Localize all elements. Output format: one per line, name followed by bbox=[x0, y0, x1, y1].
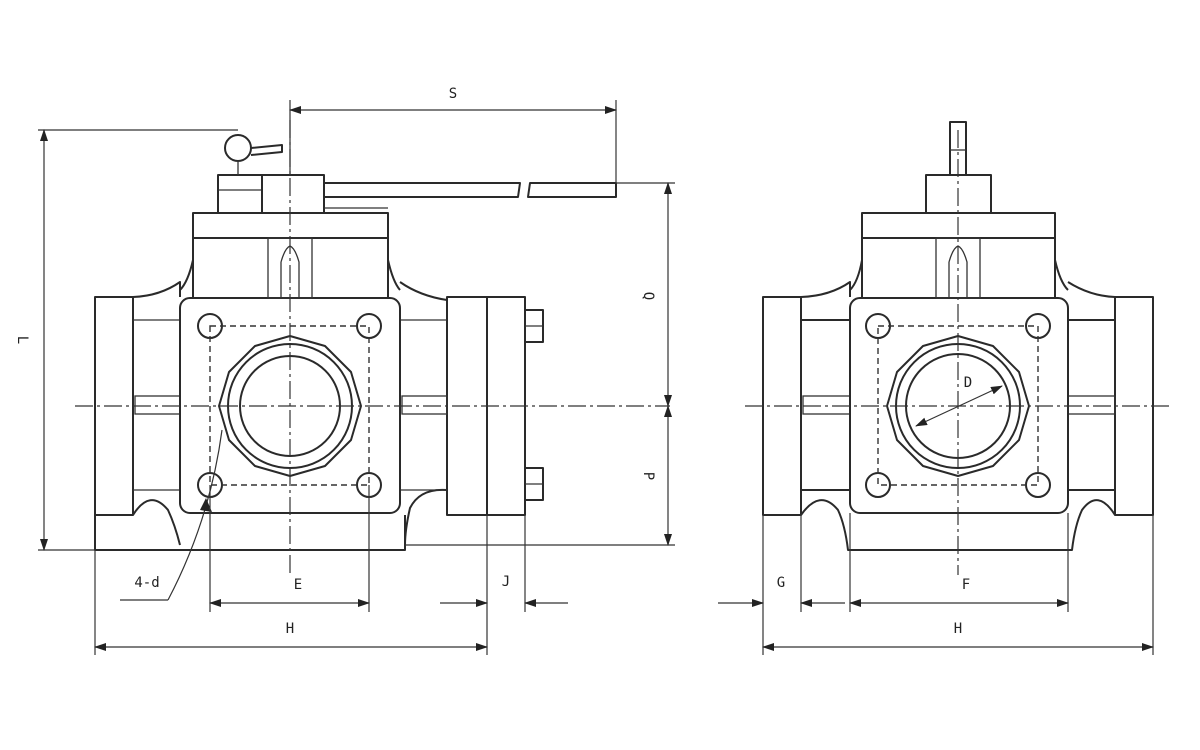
body-shoulder-left bbox=[132, 281, 181, 298]
handle-stop-pin bbox=[224, 134, 252, 162]
dim-label-holes: 4-d bbox=[134, 575, 159, 591]
side-body-base bbox=[800, 499, 1116, 551]
front-view bbox=[75, 120, 670, 575]
stem-nut bbox=[217, 174, 263, 214]
dim-label-g: G bbox=[777, 575, 785, 591]
dim-label-q: Q bbox=[640, 292, 656, 300]
side-port-slot-left bbox=[802, 395, 851, 415]
dim-label-d: D bbox=[964, 375, 972, 391]
handle-lever bbox=[323, 182, 521, 198]
body-base bbox=[94, 515, 406, 551]
side-view bbox=[745, 121, 1170, 575]
body-foot-right bbox=[404, 488, 448, 546]
dim-label-h-left: H bbox=[286, 621, 294, 637]
dim-label-l: L bbox=[14, 336, 30, 344]
handle-hub bbox=[261, 174, 325, 214]
handle-stop-tab bbox=[250, 144, 283, 156]
handle-lever-end bbox=[527, 182, 617, 198]
dim-label-f: F bbox=[962, 577, 970, 593]
side-view-dimensions: D G F H bbox=[718, 375, 1154, 655]
dim-label-j: J bbox=[502, 574, 510, 590]
body-shoulder-right bbox=[399, 281, 448, 301]
dim-label-h-right: H bbox=[954, 621, 962, 637]
body-foot-left bbox=[132, 499, 181, 546]
port-slot-left bbox=[134, 395, 181, 415]
port-slot-right bbox=[401, 395, 448, 415]
front-view-dimensions: S L Q P 4-d E J H bbox=[14, 86, 675, 655]
bonnet bbox=[192, 212, 389, 299]
side-port-slot-right bbox=[1067, 395, 1116, 415]
dim-label-e: E bbox=[294, 577, 302, 593]
side-port-hex bbox=[886, 335, 1030, 477]
dim-label-s: S bbox=[449, 86, 457, 102]
dim-label-p: P bbox=[640, 472, 656, 480]
